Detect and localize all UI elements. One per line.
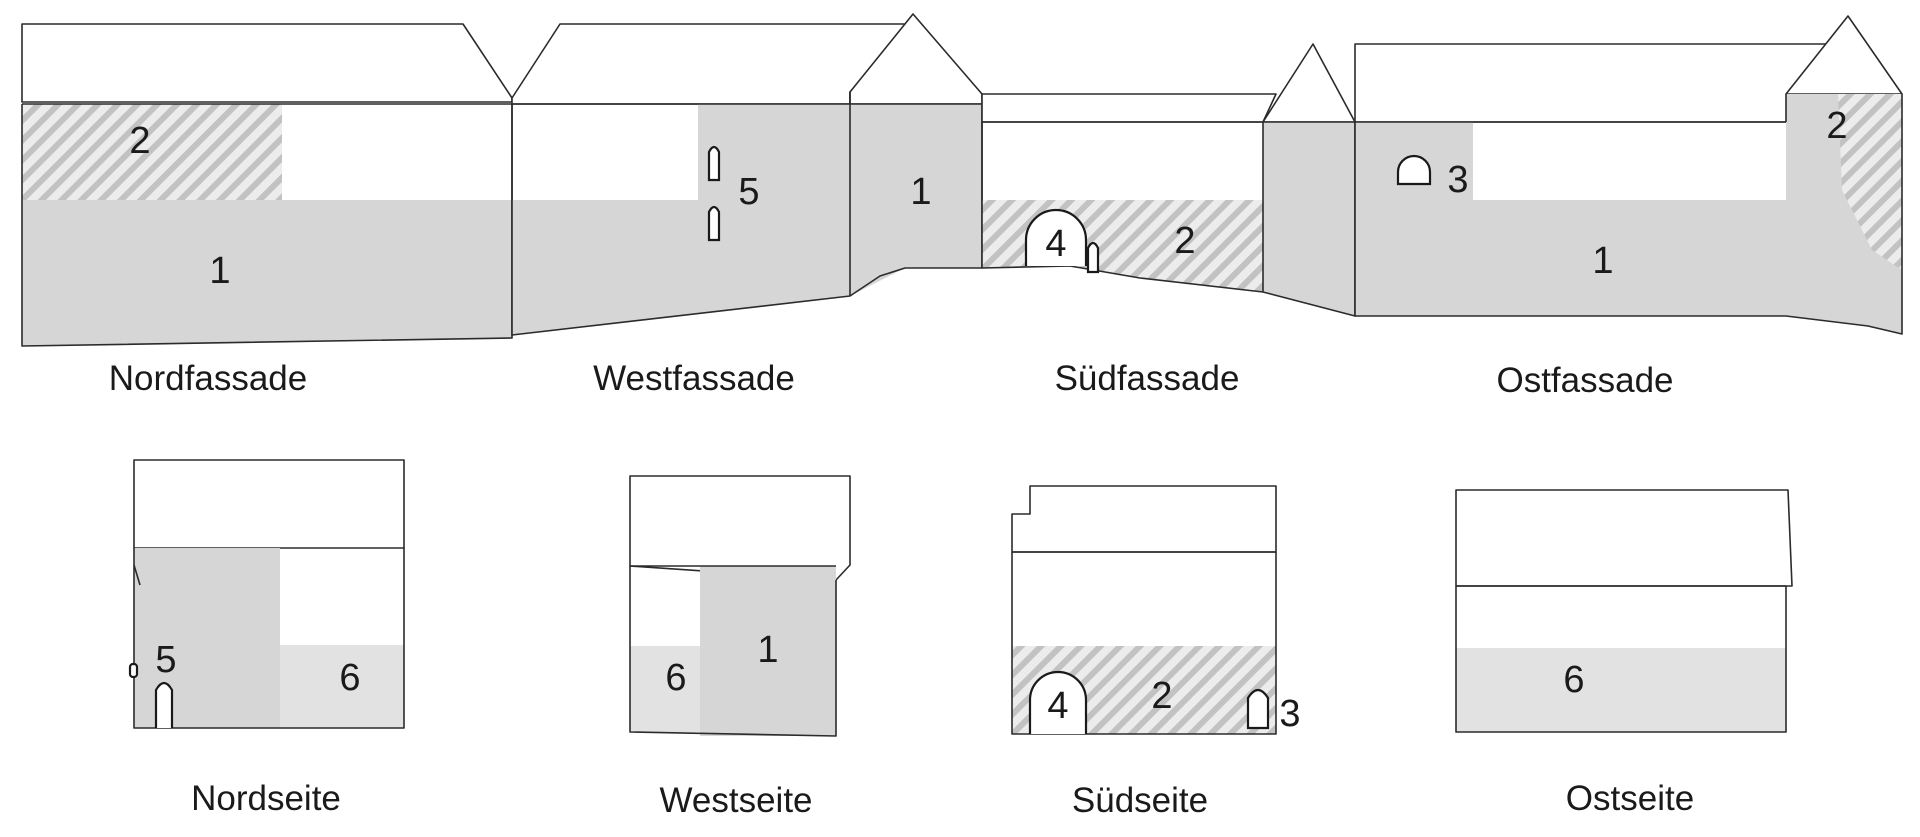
nordseite-window-small [128, 662, 139, 679]
westseite-roof [629, 475, 851, 581]
ostfassade-roof [1354, 43, 1827, 123]
westseite-zone-6 [630, 646, 700, 732]
ostseite-outline [1455, 586, 1787, 733]
suedseite-archway [1028, 670, 1088, 734]
suedfassade-label-4: 4 [1045, 223, 1066, 265]
westseite-elevation: 6 1 Westseite [629, 475, 851, 820]
westfassade-window-lower [707, 205, 721, 242]
ostseite-elevation: 6 Ostseite [1455, 489, 1793, 818]
suedfassade-caption: Südfassade [1055, 359, 1240, 398]
suedfassade-door [1086, 241, 1100, 274]
westseite-label-1: 1 [757, 629, 778, 671]
nordseite-door [154, 681, 174, 728]
ostfassade-caption: Ostfassade [1496, 361, 1673, 400]
suedseite-label-2: 2 [1151, 675, 1172, 717]
nordfassade-label-2: 2 [129, 120, 150, 162]
nordfassade-roof [21, 23, 513, 103]
suedseite-door [1246, 688, 1270, 730]
nordseite-elevation: 5 6 Nordseite [128, 459, 405, 818]
westfassade-elevation: 5 1 Westfassade [511, 13, 983, 398]
nordfassade-zone-1 [22, 200, 512, 346]
suedfassade-elevation: 4 2 Südfassade [981, 43, 1356, 398]
westfassade-label-1: 1 [910, 171, 931, 213]
westseite-label-6: 6 [665, 657, 686, 699]
westfassade-zone-1 [512, 200, 982, 335]
suedseite-caption: Südseite [1072, 781, 1208, 820]
suedfassade-zone-2 [982, 200, 1263, 292]
nordseite-label-6: 6 [339, 657, 360, 699]
nordfassade-zone-2 [22, 104, 282, 200]
nordseite-caption: Nordseite [191, 779, 341, 818]
ostfassade-label-1: 1 [1592, 240, 1613, 282]
ostseite-roof [1455, 489, 1793, 587]
ostfassade-zone-2 [1838, 94, 1902, 270]
suedseite-elevation: 4 2 3 Südseite [1011, 485, 1301, 820]
nordfassade-label-1: 1 [209, 250, 230, 292]
nordseite-outline [133, 548, 405, 729]
suedseite-outline [1011, 552, 1277, 735]
nordseite-roof [133, 459, 405, 549]
suedseite-roof [1011, 485, 1277, 553]
ostfassade-outline [1354, 94, 1903, 335]
westfassade-zone-1-upper [698, 104, 982, 200]
ostseite-zone-6 [1456, 648, 1786, 732]
nordseite-side-jog [133, 564, 141, 586]
ostfassade-zone-1 [1355, 200, 1902, 334]
nordseite-label-5: 5 [155, 639, 176, 681]
westseite-caption: Westseite [659, 781, 812, 820]
suedfassade-tower-roof [1262, 43, 1356, 123]
ostfassade-label-2: 2 [1826, 105, 1847, 147]
ostseite-label-6: 6 [1563, 659, 1584, 701]
nordfassade-caption: Nordfassade [109, 359, 307, 398]
ostfassade-label-3: 3 [1447, 159, 1468, 201]
suedfassade-roof [981, 93, 1277, 123]
suedseite-label-4: 4 [1047, 685, 1068, 727]
suedseite-label-3: 3 [1279, 693, 1300, 735]
westfassade-label-5: 5 [738, 171, 759, 213]
westfassade-caption: Westfassade [593, 359, 795, 398]
suedfassade-archway [1024, 208, 1088, 266]
nordfassade-elevation: 2 1 Nordfassade [21, 23, 513, 398]
ostseite-caption: Ostseite [1566, 779, 1694, 818]
suedfassade-tower-zone-1 [1263, 122, 1355, 316]
westseite-outline [629, 566, 837, 737]
ostfassade-window [1396, 154, 1432, 186]
ostfassade-elevation: 3 2 1 Ostfassade [1354, 15, 1903, 400]
westseite-zone-1 [700, 566, 836, 736]
westfassade-window-upper [707, 145, 721, 182]
nordseite-zone-6 [280, 645, 404, 728]
suedfassade-label-2: 2 [1174, 220, 1195, 262]
